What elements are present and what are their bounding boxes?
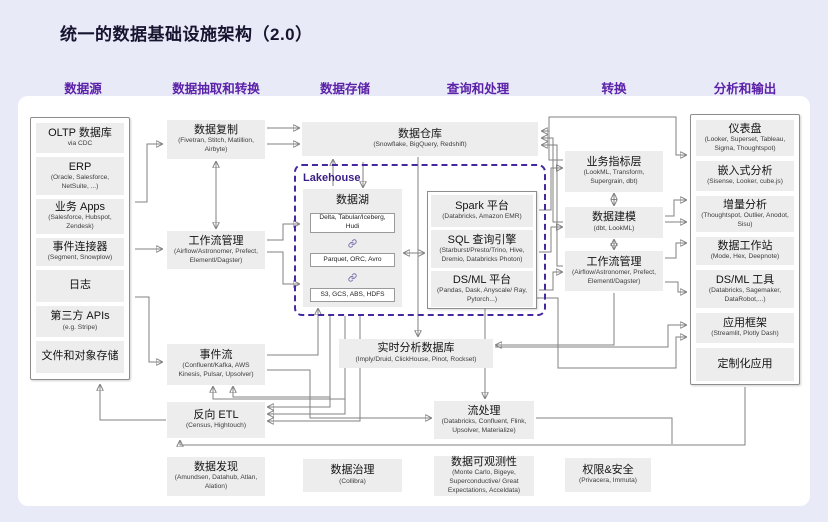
lake-layer-file-formats: Parquet, ORC, Avro bbox=[310, 253, 395, 268]
link-icon bbox=[348, 239, 357, 248]
lake-layer-object-storage: S3, GCS, ABS, HDFS bbox=[310, 287, 395, 302]
node-custom-apps: 定制化应用 bbox=[696, 348, 794, 381]
node-security: 权限&安全 (Privacera, Immuta) bbox=[565, 458, 651, 492]
node-stream-processing: 流处理 (Databricks, Confluent, Flink, Upsol… bbox=[434, 401, 534, 439]
node-embedded-analytics: 嵌入式分析 (Sisense, Looker, cube.js) bbox=[696, 161, 794, 191]
node-dsml-platform: DS/ML 平台 (Pandas, Dask, Anyscale/ Ray, P… bbox=[431, 271, 533, 307]
node-data-lake: 数据湖 Delta, Tabular/Iceberg, Hudi Parquet… bbox=[303, 189, 402, 307]
lakehouse-container bbox=[294, 164, 546, 316]
sources-panel: OLTP 数据库 via CDC ERP (Oracle, Salesforce… bbox=[30, 117, 130, 380]
column-header-transform: 转换 bbox=[601, 82, 627, 96]
column-header-query: 查询和处理 bbox=[446, 82, 510, 96]
column-header-sources: 数据源 bbox=[64, 82, 102, 96]
column-header-storage: 数据存储 bbox=[319, 82, 371, 96]
node-erp: ERP (Oracle, Salesforce, NetSuite, ...) bbox=[36, 157, 124, 195]
node-event-streaming: 事件流 (Confluent/Kafka, AWS Kinesis, Pulsa… bbox=[167, 344, 265, 385]
node-realtime-analytics-db: 实时分析数据库 (Imply/Druid, ClickHouse, Pinot,… bbox=[339, 339, 493, 368]
node-workflow-mgmt-ingest: 工作流管理 (Airflow/Astronomer, Prefect, Elem… bbox=[167, 231, 265, 269]
node-file-object-storage: 文件和对象存储 bbox=[36, 341, 124, 373]
node-data-modeling: 数据建模 (dbt, LookML) bbox=[565, 207, 663, 238]
lakehouse-label: Lakehouse bbox=[303, 172, 361, 184]
node-data-observability: 数据可观测性 (Monte Carlo, Bigeye, Superconduc… bbox=[434, 456, 534, 496]
output-panel: 仪表盘 (Looker, Superset, Tableau, Sigma, T… bbox=[690, 114, 800, 385]
node-third-party-apis: 第三方 APIs (e.g. Stripe) bbox=[36, 306, 124, 337]
node-dsml-tools: DS/ML 工具 (Databricks, Sagemaker, DataRob… bbox=[696, 270, 794, 308]
node-logs: 日志 bbox=[36, 270, 124, 302]
column-header-ingest: 数据抽取和转换 bbox=[172, 82, 260, 96]
node-data-governance: 数据治理 (Collibra) bbox=[303, 459, 402, 492]
node-app-frameworks: 应用框架 (Streamlit, Plotly Dash) bbox=[696, 313, 794, 343]
node-augmented-analytics: 增量分析 (Thoughtspot, Outlier, Anodot, Sisu… bbox=[696, 196, 794, 232]
node-data-workstation: 数据工作站 (Mode, Hex, Deepnote) bbox=[696, 237, 794, 265]
node-workflow-mgmt-transform: 工作流管理 (Airflow/Astronomer, Prefect, Elem… bbox=[565, 251, 663, 291]
query-engines-panel: Spark 平台 (Databricks, Amazon EMR) SQL 查询… bbox=[427, 191, 537, 309]
node-data-discovery: 数据发现 (Amundsen, Datahub, Atlan, Alation) bbox=[167, 457, 265, 496]
node-reverse-etl: 反向 ETL (Census, Hightouch) bbox=[167, 402, 265, 438]
node-sql-query-engine: SQL 查询引擎 (Starburst/Presto/Trino, Hive, … bbox=[431, 230, 533, 268]
node-dashboards: 仪表盘 (Looker, Superset, Tableau, Sigma, T… bbox=[696, 120, 794, 156]
node-data-replication: 数据复制 (Fivetran, Stitch, Matillion, Airby… bbox=[167, 120, 265, 159]
column-header-output: 分析和输出 bbox=[713, 82, 777, 96]
node-spark-platform: Spark 平台 (Databricks, Amazon EMR) bbox=[431, 195, 533, 227]
node-oltp: OLTP 数据库 via CDC bbox=[36, 123, 124, 153]
link-icon bbox=[348, 273, 357, 282]
node-business-apps: 业务 Apps (Salesforce, Hubspot, Zendesk) bbox=[36, 199, 124, 234]
node-data-warehouse: 数据仓库 (Snowflake, BigQuery, Redshift) bbox=[302, 122, 538, 156]
node-metrics-layer: 业务指标层 (LookML, Transform, Supergrain, db… bbox=[565, 151, 663, 192]
lake-layer-table-formats: Delta, Tabular/Iceberg, Hudi bbox=[310, 212, 395, 233]
node-event-connectors: 事件连接器 (Segment, Snowplow) bbox=[36, 238, 124, 266]
page-title: 统一的数据基础设施架构（2.0） bbox=[60, 25, 313, 44]
